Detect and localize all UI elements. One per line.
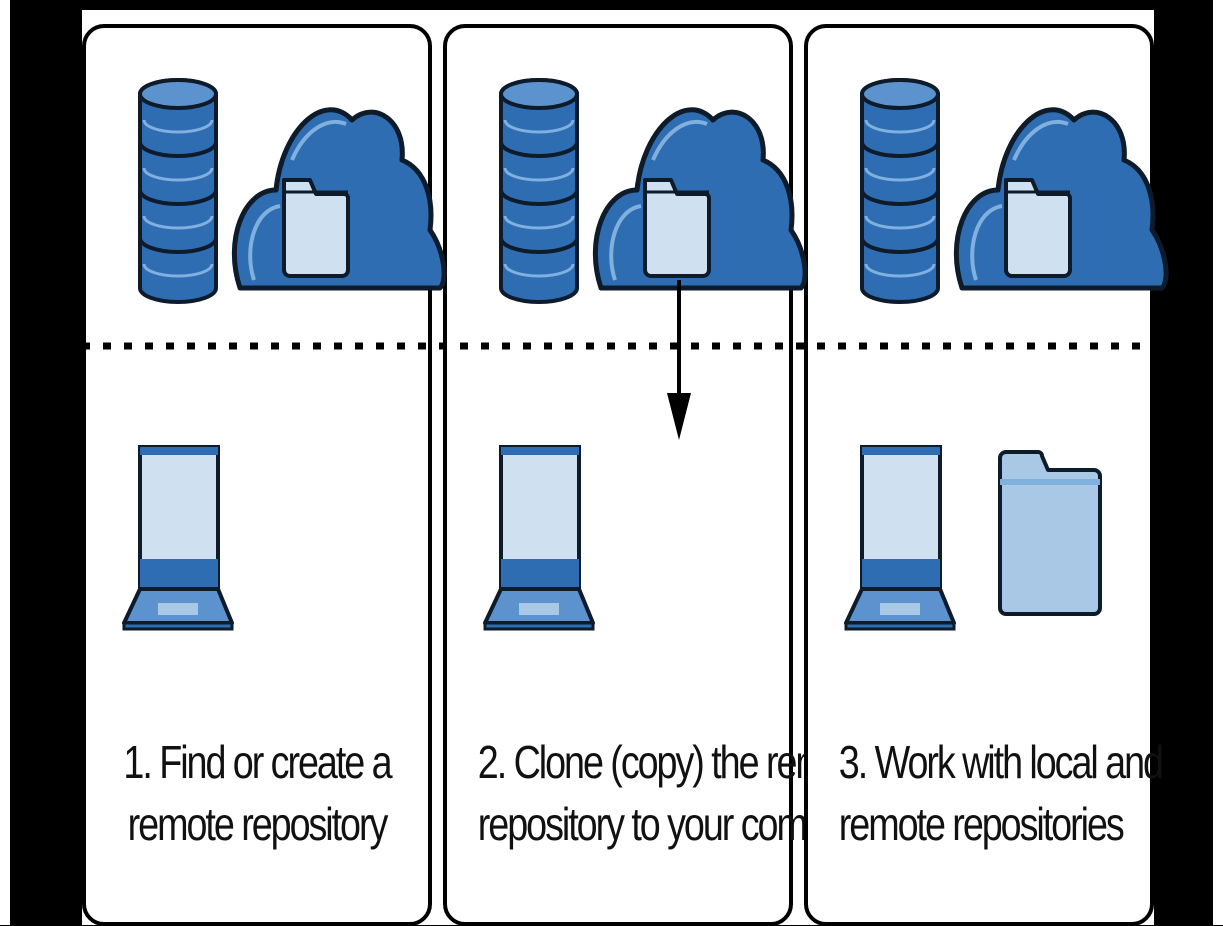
laptop-icon [844, 445, 956, 631]
left-margin [0, 0, 10, 925]
laptop-icon [122, 445, 234, 631]
diagram-stage: 1. Find or create a remote repository 2.… [82, 10, 1164, 926]
step-1-caption-line1: 1. Find or create a [123, 736, 392, 788]
database-icon [860, 78, 940, 304]
step-3-caption-line1: 3. Work with local and [838, 736, 1164, 788]
diagram-graphics [82, 78, 1154, 631]
database-icon [499, 78, 579, 304]
step-3-caption: 3. Work with local and remote repositori… [838, 731, 1164, 855]
folder-icon [1000, 452, 1100, 614]
step-1-caption-line2: remote repository [127, 798, 389, 850]
laptop-icon [483, 445, 595, 631]
cloud-folder-icon [956, 110, 1166, 288]
cloud-folder-icon [595, 110, 805, 288]
down-arrow-icon [667, 280, 691, 440]
right-margin [1213, 0, 1223, 925]
cloud-folder-icon [234, 110, 444, 288]
step-1-caption: 1. Find or create a remote repository [117, 731, 397, 855]
step-3-caption-line2: remote repositories [838, 798, 1125, 850]
database-icon [138, 78, 218, 304]
